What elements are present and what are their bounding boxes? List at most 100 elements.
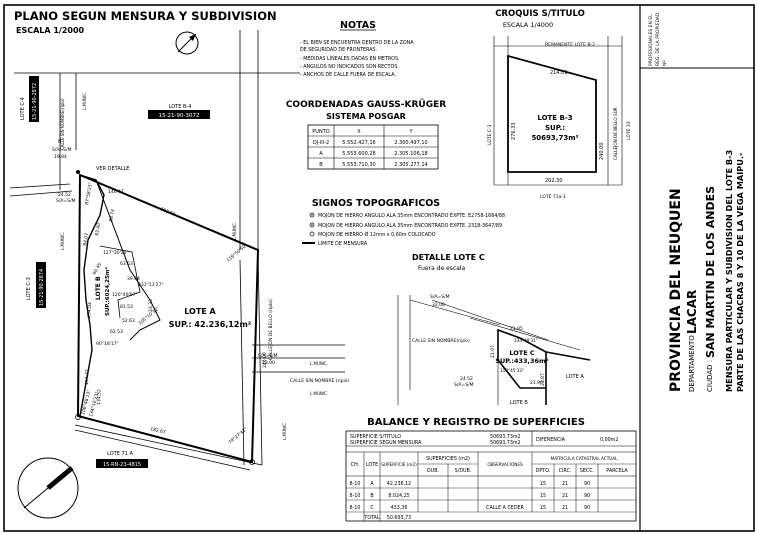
detalle-sup: SUP.:433,36m² — [495, 357, 548, 365]
detalle-d9: S/A=S/M — [430, 294, 450, 300]
north-arrow-icon — [175, 31, 199, 55]
bal-h-obs: OBSERVACIONES — [487, 462, 523, 467]
croquis-d2: 276.33 — [511, 123, 517, 141]
bal-r2-dpto: 15 — [540, 493, 546, 499]
detalle-d3: 21.97 — [490, 345, 496, 358]
dim-24: 182.67 — [150, 426, 167, 436]
dim-15: 81.53 — [120, 304, 133, 310]
coords-h-punto: PUNTO — [312, 129, 329, 135]
lote-b4-label: LOTE B-4 — [169, 104, 192, 110]
croquis-sup-value: 50693,73m² — [531, 134, 578, 142]
nota-5: - ANCHOS DE CALLE FUERA DE ESCALA. — [300, 72, 396, 78]
bal-r1-secc: 90 — [584, 481, 590, 487]
detalle-d8: S/A=S/M — [454, 382, 474, 388]
detalle-calle: CALLE SIN NOMBRE(ripio) — [412, 338, 470, 344]
bal-r2-lote: B — [370, 493, 373, 499]
mojon-b-icon — [75, 414, 81, 420]
lote-b-label: LOTE B — [95, 276, 102, 300]
detalle-subtitle: Fuera de escala — [418, 265, 466, 272]
coords-r3-punto: B — [319, 162, 323, 168]
notas-title: NOTAS — [340, 20, 376, 31]
croquis-d1: 214.01 — [550, 70, 568, 76]
detalle-d2: 134°48'31" — [514, 338, 538, 343]
croquis-drawing — [493, 36, 623, 186]
dim-25: 79°27'42" — [227, 426, 248, 445]
lote-c4-tag: LOTE C-4 — [20, 97, 26, 120]
lmunic-label-6: L.MUNIC. — [60, 232, 65, 250]
dim-9: 120°49'07" — [112, 292, 138, 298]
detalle-title: DETALLE LOTE C — [412, 253, 485, 262]
dim-34: N — [58, 139, 61, 145]
lote-c3-code: 15-21-90-2874 — [39, 269, 45, 306]
signos-list: MOJON DE HIERRO ANGULO ALA 35mm ENCONTRA… — [302, 212, 505, 247]
calle-sin-nombre-v: CALLE SIN NOMBRE(ripio) — [60, 98, 65, 150]
mensura-line-1: MENSURA PARTICULAR Y SUBDIVISION DEL LOT… — [724, 149, 734, 392]
bal-r2-circ: 21 — [562, 493, 568, 499]
bal-r3-lote: C — [370, 505, 374, 511]
croquis-remanente: REMANENTE LOTE B-2 — [545, 42, 595, 48]
lote-71a-code: 15-RN-23-4815 — [103, 462, 141, 468]
dimension-labels: 192.77 140.47 88.74 84.07 83.40 127°30'2… — [52, 139, 278, 446]
bal-h-parcela: PARCELA — [606, 468, 628, 474]
bal-total-label: TOTAL — [363, 515, 380, 521]
dim-32: 19.84 — [54, 154, 67, 160]
dim-7: 87°58'23" — [84, 182, 94, 205]
nota-3: - MEDIDAS LINEALES DADAS EN METROS. — [300, 56, 400, 62]
stamp-line-3: Nº — [662, 61, 668, 67]
coords-title: COORDENADAS GAUSS-KRÜGER — [286, 99, 446, 110]
lote-b-interior — [99, 245, 141, 319]
croquis-d4: 202.30 — [545, 178, 563, 184]
bal-r1-lote: A — [370, 481, 374, 487]
dim-4: 84.07 — [82, 232, 90, 246]
bal-r2-secc: 90 — [584, 493, 590, 499]
coords-h-x: X — [357, 129, 361, 135]
bal-h-ch: CH. — [351, 462, 359, 468]
dim-19: 90°18'17" — [96, 341, 119, 347]
coords-r1-x: 5.552.427,16 — [342, 140, 375, 146]
bal-h-circ: CIRC. — [559, 468, 572, 474]
dim-29: S/A=S/M — [56, 198, 76, 204]
signo-2: MOJON DE HIERRO ANGULO ALA 35mm ENCONTRA… — [318, 223, 502, 229]
dim-8: 63.53 — [120, 261, 133, 267]
bal-h-lote: LOTE — [366, 462, 378, 468]
lote-b-sup: SUP.:6024,25m² — [104, 266, 111, 316]
signo-4: LIMITE DE MENSURA — [318, 241, 368, 247]
provincia-title: PROVINCIA DEL NEUQUEN — [668, 188, 684, 392]
mojon-12-icon — [309, 231, 315, 237]
lote-b4-code-box — [148, 110, 210, 119]
bal-h-sdub: S/DUB. — [455, 468, 472, 474]
croquis-lote-c3: LOTE C-3 — [487, 124, 493, 145]
plan-title: PLANO SEGUN MENSURA Y SUBDIVISION — [14, 9, 277, 23]
signo-1: MOJON DE HIERRO ANGULO ALA 35mm ENCONTRA… — [318, 213, 505, 219]
dim-1: 192.77 — [159, 206, 176, 218]
croquis-lote-label: LOTE B-3 — [537, 114, 572, 122]
calle-sin-nombre-h: CALLE SIN NOMBRE (ripio) — [290, 378, 349, 384]
ciudad-block: CIUDAD : SAN MARTIN DE LOS ANDES — [704, 186, 717, 392]
north-arrow-large-icon — [17, 457, 79, 519]
nota-4: - ANGULOS NO INDICADOS SON RECTOS. — [300, 64, 399, 70]
ciudad-value: SAN MARTIN DE LOS ANDES — [704, 186, 717, 358]
stamp-line-1: PROFESIONALES EN EL — [648, 14, 654, 66]
coords-r3-x: 5.553.710,30 — [342, 162, 375, 168]
bal-diferencia-label: DIFERENCIA — [536, 437, 566, 443]
dim-31: 23.00 — [262, 360, 275, 366]
lote-a-boundary — [76, 173, 260, 464]
dim-21: 104.32 — [84, 369, 91, 385]
lote-a-sup: SUP.: 42.236,12m² — [169, 320, 252, 329]
dim-28: 24.52 — [58, 192, 71, 198]
bal-h-superficie: SUPERFICIE (m2) — [381, 462, 417, 467]
coords-r2-y: 2.305.106,18 — [394, 151, 427, 157]
stamp-block: PROFESIONALES EN EL REG. DE LA PROPIEDAD… — [648, 12, 668, 66]
coords-r1-y: 2.300.497,10 — [394, 140, 427, 146]
bal-r2-sup: 8.024,25 — [388, 493, 409, 499]
croquis-callejon: CALLEJON DE BELLO SUR — [613, 107, 618, 160]
detalle-lote-b: LOTE B — [510, 400, 528, 406]
dim-6: 127°30'20" — [103, 250, 129, 256]
croquis-sup-label: SUP.: — [545, 124, 565, 132]
detalle-lote-a: LOTE A — [566, 374, 584, 380]
lmunic-label-5: L.MUNIC. — [310, 391, 328, 396]
bal-r1-sup: 42.236,12 — [387, 481, 411, 487]
street-lines — [9, 30, 345, 471]
